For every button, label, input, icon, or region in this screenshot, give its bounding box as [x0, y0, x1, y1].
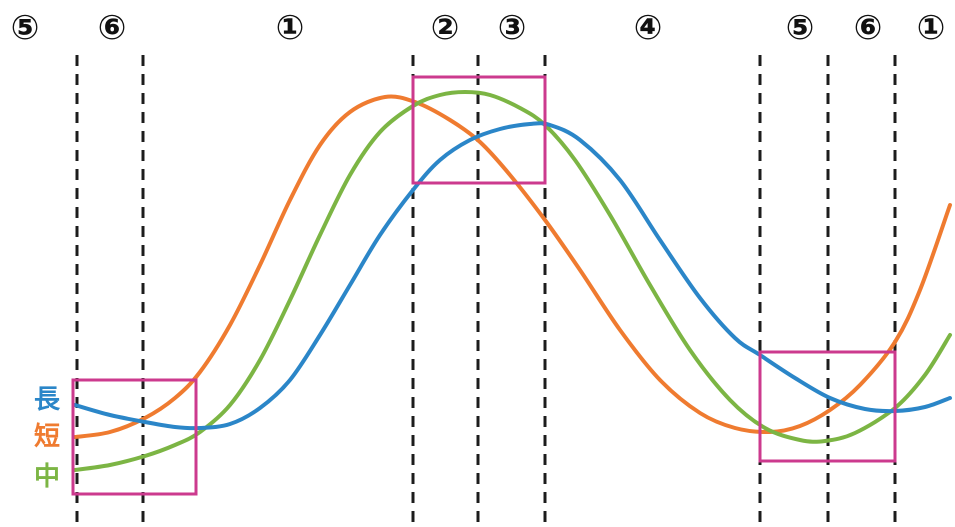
stage-label: ②: [430, 8, 460, 48]
long-term-line: [73, 121, 952, 431]
long-line-label: 長: [33, 385, 60, 415]
medium-line-label: 中: [33, 462, 60, 492]
crossover-box-bottom-left: [71, 378, 198, 496]
stage-label: ⑥: [853, 8, 883, 48]
stage-label: ⑤: [10, 8, 40, 48]
stage-label: ⑤: [785, 8, 815, 48]
stage-label: ④: [633, 8, 663, 48]
short-line-label: 短: [33, 422, 60, 452]
crossover-box-top: [411, 75, 547, 185]
stage-label: ⑥: [97, 8, 127, 48]
short-term-line: [73, 94, 952, 439]
stage-label: ③: [497, 8, 527, 48]
crossover-box-bottom-right: [758, 350, 897, 463]
stage-label: ①: [916, 8, 946, 48]
stage-label: ①: [275, 8, 305, 48]
medium-term-line: [73, 90, 952, 472]
